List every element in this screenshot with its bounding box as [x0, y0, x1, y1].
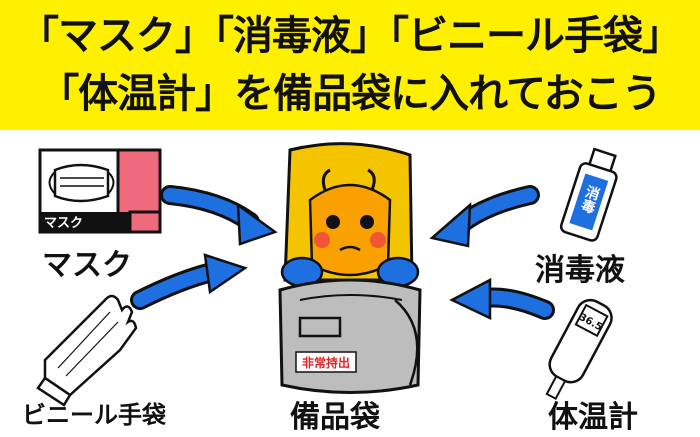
- arrow-from-thermometer: [449, 277, 555, 320]
- headline-line-2: 「体温計」を備品袋に入れておこう: [39, 71, 662, 117]
- mask-box-text: マスク: [44, 216, 83, 231]
- gloves-icon: [36, 294, 138, 407]
- mask-label: マスク: [42, 248, 132, 283]
- sanitizer-label: 消毒液: [535, 253, 625, 288]
- arrow-from-sanitizer: [429, 185, 540, 248]
- bag-label: 備品袋: [290, 400, 380, 435]
- bag-tag-text: 非常持出: [302, 355, 350, 370]
- arrow-from-gloves: [130, 253, 248, 310]
- arrow-from-mask: [160, 185, 278, 246]
- headline-line-1: 「マスク」「消毒液」「ビニール手袋」: [19, 13, 682, 59]
- thermometer-icon: 36.5: [545, 298, 613, 401]
- emergency-bag-icon: 非常持出: [278, 142, 422, 394]
- mask-box-icon: マスク: [38, 148, 162, 234]
- thermometer-label: 体温計: [548, 400, 638, 435]
- header-banner: [0, 0, 700, 130]
- sanitizer-bottle-icon: 消毒: [559, 147, 618, 242]
- gloves-label: ビニール手袋: [22, 401, 166, 429]
